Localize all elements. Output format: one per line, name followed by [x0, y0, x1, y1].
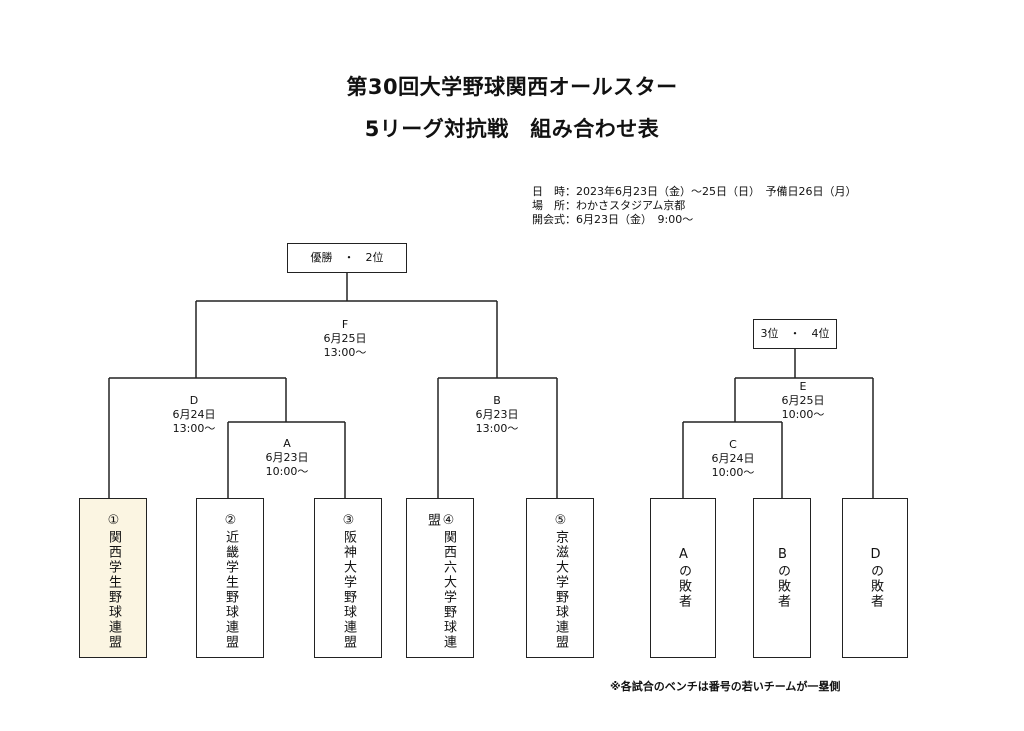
team-name: ④関西六大学野球連盟	[425, 513, 456, 650]
info-venue: 場 所：わかさスタジアム京都	[532, 199, 686, 212]
match-d-date: 6月24日	[172, 408, 216, 421]
loser-box-b: Bの敗者	[753, 498, 811, 658]
loser-label: Dの敗者	[868, 547, 883, 609]
match-d-time: 13:00～	[172, 422, 216, 435]
match-c-label: C 6月24日 10:00～	[712, 438, 755, 480]
match-e-code: E	[799, 380, 807, 393]
match-f-time: 13:00～	[323, 346, 367, 359]
team-name: ①関西学生野球連盟	[106, 513, 121, 650]
match-a-time: 10:00～	[265, 465, 309, 478]
match-b-label: B 6月23日 13:00～	[476, 394, 519, 436]
info-ceremony: 開会式：6月23日（金） 9:00～	[532, 213, 694, 226]
match-a-code: A	[283, 437, 291, 450]
page-title: 第30回大学野球関西オールスター	[346, 75, 678, 99]
match-c-date: 6月24日	[711, 452, 755, 465]
loser-box-d: Dの敗者	[842, 498, 908, 658]
match-c-time: 10:00～	[711, 466, 755, 479]
page-subtitle: 5リーグ対抗戦 組み合わせ表	[364, 117, 660, 141]
match-a-date: 6月23日	[265, 451, 309, 464]
match-f-date: 6月25日	[323, 332, 367, 345]
match-e-label: E 6月25日 10:00～	[782, 380, 825, 422]
event-info: 日 時：2023年6月23日（金）～25日（日） 予備日26日（月） 場 所：わ…	[532, 185, 856, 227]
match-f-code: F	[341, 318, 349, 331]
match-e-time: 10:00～	[781, 408, 825, 421]
match-d-code: D	[189, 394, 199, 407]
loser-label: Aの敗者	[676, 547, 691, 609]
match-c-code: C	[729, 438, 737, 451]
match-f-label: F 6月25日 13:00～	[324, 318, 367, 360]
match-b-code: B	[493, 394, 501, 407]
team-box-4: ④関西六大学野球連盟	[406, 498, 474, 658]
match-b-time: 13:00～	[475, 422, 519, 435]
team-box-3: ③阪神大学野球連盟	[314, 498, 382, 658]
team-name: ③阪神大学野球連盟	[341, 513, 356, 650]
loser-label: Bの敗者	[775, 547, 790, 609]
info-date: 日 時：2023年6月23日（金）～25日（日） 予備日26日（月）	[532, 185, 857, 198]
team-name: ②近畿学生野球連盟	[223, 513, 238, 650]
loser-box-a: Aの敗者	[650, 498, 716, 658]
bench-note: ※各試合のベンチは番号の若いチームが一塁側	[610, 680, 841, 693]
match-b-date: 6月23日	[475, 408, 519, 421]
match-a-label: A 6月23日 10:00～	[266, 437, 309, 479]
match-e-date: 6月25日	[781, 394, 825, 407]
final-box: 優勝 ・ 2位	[287, 243, 407, 273]
team-box-1: ①関西学生野球連盟	[79, 498, 147, 658]
third-place-box: 3位 ・ 4位	[753, 319, 837, 349]
team-box-5: ⑤京滋大学野球連盟	[526, 498, 594, 658]
match-d-label: D 6月24日 13:00～	[173, 394, 216, 436]
team-box-2: ②近畿学生野球連盟	[196, 498, 264, 658]
team-name: ⑤京滋大学野球連盟	[553, 513, 568, 650]
